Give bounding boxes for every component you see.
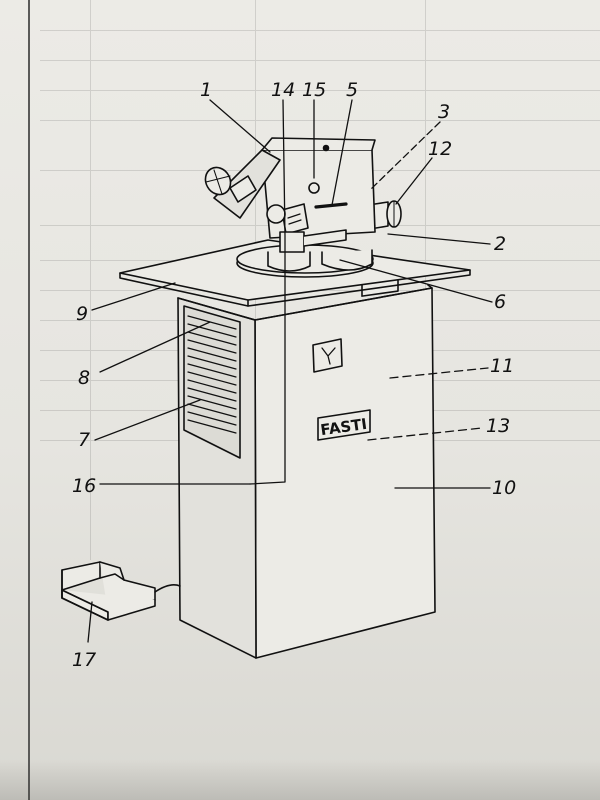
ventilation-grille — [183, 305, 241, 459]
tool-holder — [281, 203, 309, 235]
callout-16: 16 — [72, 475, 96, 497]
head-hole — [308, 182, 320, 194]
callout-13: 13 — [486, 415, 510, 437]
wheel-guard-left — [267, 251, 311, 272]
leader-lines — [87, 99, 493, 643]
callout-7: 7 — [78, 429, 90, 451]
callout-8: 8 — [78, 367, 90, 389]
callout-14: 14 — [271, 79, 295, 101]
callout-2: 2 — [494, 233, 506, 255]
callout-11: 11 — [490, 355, 514, 377]
brand-plate — [317, 409, 371, 441]
pedal-cable — [154, 584, 181, 593]
foot-pedal — [61, 561, 156, 621]
head-body — [261, 149, 376, 239]
handwheel-knob-left — [204, 166, 257, 203]
chuck-block — [279, 231, 305, 253]
slot-lever — [314, 202, 348, 209]
switch-panel — [312, 338, 343, 373]
callout-15: 15 — [302, 79, 326, 101]
callout-5: 5 — [346, 79, 358, 101]
cabinet-top-shadow — [177, 284, 433, 321]
cabinet-front — [254, 287, 436, 659]
page-edge-line — [28, 0, 30, 800]
callout-9: 9 — [76, 303, 88, 325]
adjustment-knob-right — [374, 200, 402, 229]
photo-shadow — [0, 760, 600, 800]
callout-3: 3 — [438, 101, 450, 123]
callout-6: 6 — [494, 291, 506, 313]
callout-10: 10 — [492, 477, 516, 499]
side-cap — [266, 204, 286, 224]
callout-1: 1 — [200, 79, 212, 101]
callout-12: 12 — [428, 138, 452, 160]
callout-17: 17 — [72, 649, 96, 671]
